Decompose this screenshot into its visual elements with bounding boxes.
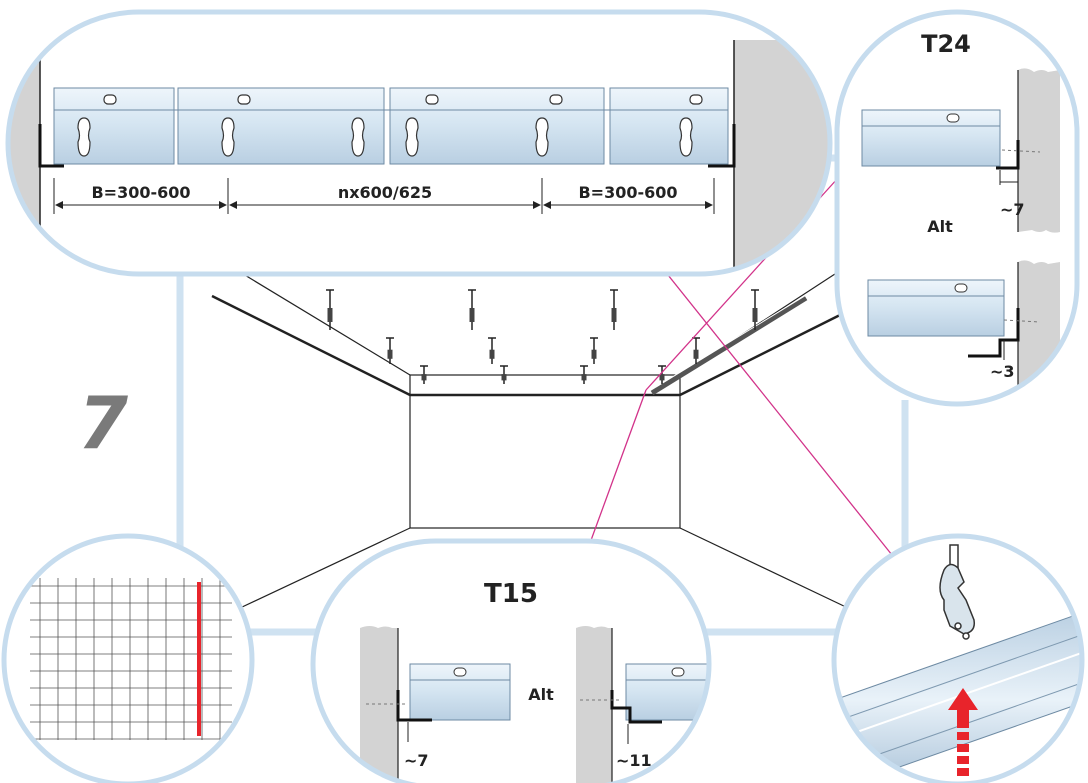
t24-detail: T24 ~7 Alt ~3 (834, 9, 1080, 407)
ceiling-hangers (326, 289, 759, 384)
hanger-clip (501, 374, 507, 381)
hanger-clip (421, 374, 427, 381)
t15-gap-primary: ~7 (404, 751, 429, 770)
hanger-clip (581, 374, 587, 381)
hanger-clip-detail (831, 533, 1085, 783)
hanger-clip (469, 308, 475, 322)
dim-left-label: B=300-600 (91, 183, 190, 202)
hanger-clip-icon (939, 544, 976, 640)
hanger-clip (591, 349, 597, 359)
t15-alt-label: Alt (528, 685, 554, 704)
cross-rail-segments (53, 87, 729, 165)
hanger-clip (659, 374, 665, 381)
step-number: 7 (78, 381, 128, 465)
t15-gap-alt: ~11 (616, 751, 652, 770)
t24-gap-alt: ~3 (990, 362, 1015, 381)
grid-plan-detail (1, 533, 255, 783)
top-section-detail: B=300-600 nx600/625 B=300-600 (5, 9, 833, 277)
hanger-clip (489, 349, 495, 359)
hanger-clip (327, 308, 333, 322)
dim-right-label: B=300-600 (578, 183, 677, 202)
up-arrow-icon (948, 688, 978, 776)
t24-alt-label: Alt (927, 217, 953, 236)
hanger-clip (387, 349, 393, 359)
t15-title: T15 (484, 579, 538, 609)
dimension-lines (53, 178, 715, 214)
t24-gap-primary: ~7 (1000, 200, 1025, 219)
hanger-clip (752, 308, 758, 322)
hanger-clip (693, 349, 699, 359)
hanger-clip (611, 308, 617, 322)
t24-title: T24 (921, 30, 971, 58)
rail-slots (77, 94, 703, 157)
t15-detail: T15 ~7 Alt ~11 (310, 538, 712, 783)
dim-middle-label: nx600/625 (338, 183, 432, 202)
room-perspective (209, 253, 851, 609)
